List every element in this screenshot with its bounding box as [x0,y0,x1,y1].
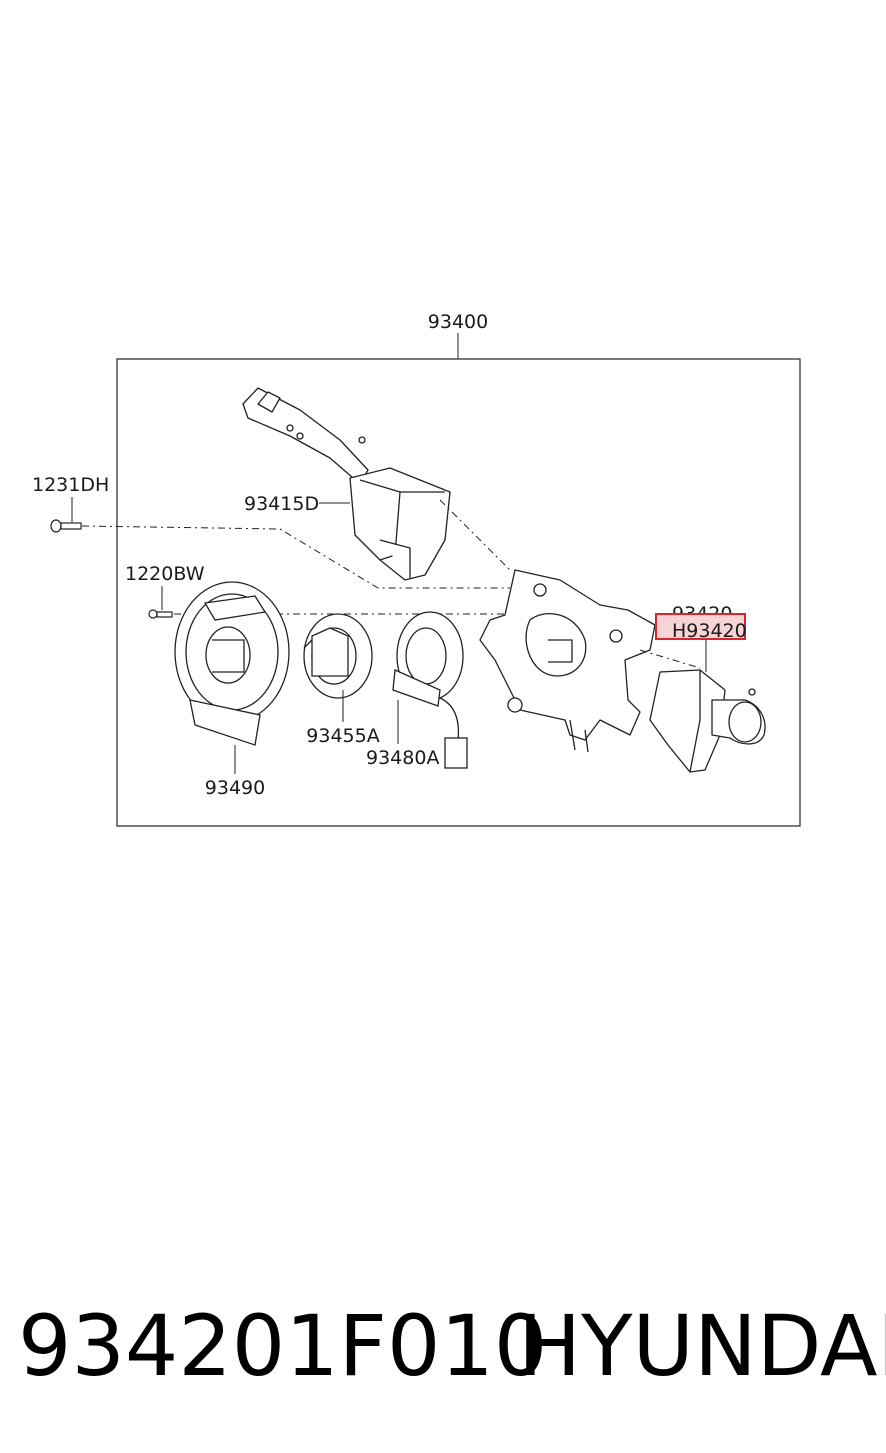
sensor-93480A [392,611,468,769]
callout-93400: 93400 [428,311,488,333]
wiper-switch [649,669,766,773]
callout-H93420: H93420 [672,620,747,642]
callout-93415D: 93415D [244,493,319,515]
dashed-line-body [639,649,701,669]
bolt-1231DH [50,519,82,533]
ring-93455A [303,613,373,699]
callout-93490: 93490 [205,777,265,799]
callout-93480A: 93480A [366,747,439,769]
highlight-box [655,613,746,640]
switch-body-93420 [479,569,656,753]
brand-name: HYUNDAI [518,1297,886,1395]
exploded-parts-diagram: 93400 1231DH 1220BW 93415D 93490 [32,311,801,827]
screw-1220BW [148,609,173,619]
lever-switch-93415D [242,387,451,581]
clock-spring-93490 [174,581,290,746]
dashed-line-bolt [81,525,510,589]
dashed-line-lever [439,499,511,571]
callout-1220BW: 1220BW [125,563,205,585]
callout-1231DH: 1231DH [32,474,109,496]
callout-93455A: 93455A [306,725,379,747]
part-number: 934201F010 [18,1297,548,1395]
